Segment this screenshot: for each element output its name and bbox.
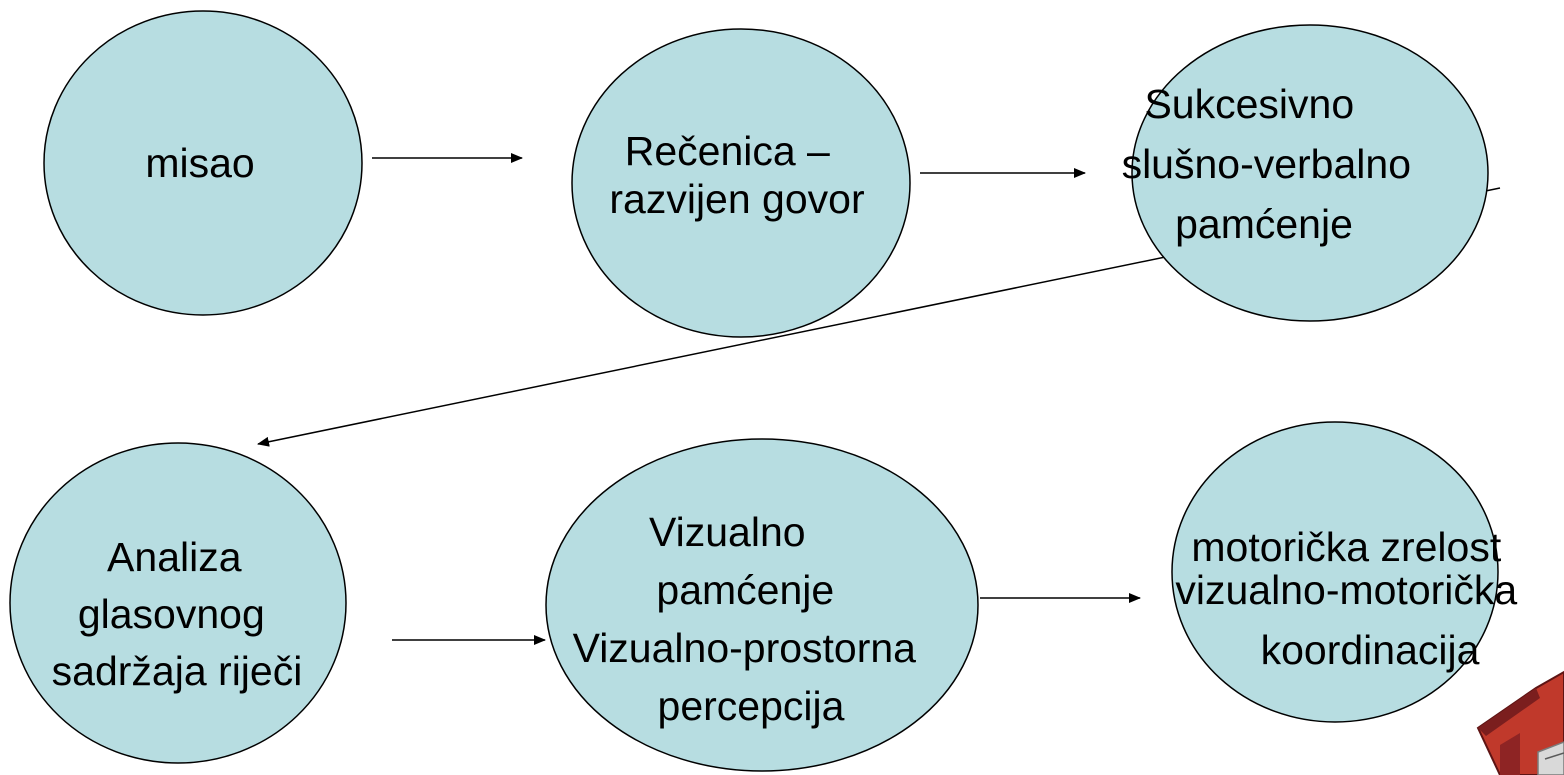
svg-text:Sukcesivno slušno-verbal: Sukcesivno slušno-verbalno pamćenje — [1122, 81, 1423, 247]
node-sukcesivno-line-3: pamćenje — [1175, 201, 1353, 247]
node-vizualno: Vizualno pamćenje Vizualno-prostorna per… — [545, 438, 979, 772]
svg-text:Rečenica – razvijen govo: Rečenica – razvijen govor — [609, 128, 864, 222]
node-vizualno-line-3: Vizualno-prostorna — [573, 625, 917, 671]
node-vizualno-line-4: percepcija — [658, 683, 845, 729]
node-recenica-line-2: razvijen govor — [609, 176, 864, 222]
node-sukcesivno-line-2: slušno-verbalno — [1122, 141, 1411, 187]
red-house-icon — [1476, 670, 1564, 775]
node-misao-shape — [43, 10, 363, 316]
node-sukcesivno-line-1: Sukcesivno — [1144, 81, 1354, 127]
node-analiza: Analiza glasovnog sadržaja riječi — [9, 442, 347, 764]
node-motoricka-shape — [1171, 421, 1499, 723]
node-vizualno-line-1: Vizualno — [649, 509, 806, 555]
node-misao-line-1: misao — [145, 140, 254, 186]
svg-text:motorička zrelost vizual: motorička zrelost vizualno-motorička koo… — [1175, 524, 1528, 673]
node-vizualno-line-2: pamćenje — [656, 567, 834, 613]
node-analiza-line-1: Analiza — [107, 534, 242, 580]
node-sukcesivno: Sukcesivno slušno-verbalno pamćenje — [1122, 24, 1489, 322]
node-analiza-line-3: sadržaja riječi — [52, 648, 303, 694]
node-misao: misao — [43, 10, 363, 316]
svg-text:Vizualno pamćenje: Vizualno pamćenje Vizualno-prostorna per… — [573, 509, 928, 729]
node-motoricka-line-3: koordinacija — [1261, 627, 1480, 673]
svg-text:Analiza glasovnog: Analiza glasovnog sadržaja riječi — [52, 534, 303, 694]
node-motoricka: motorička zrelost vizualno-motorička koo… — [1171, 421, 1528, 723]
node-recenica-shape — [571, 28, 911, 338]
node-motoricka-line-1: motorička zrelost — [1191, 524, 1501, 570]
node-vizualno-shape — [545, 438, 979, 772]
node-analiza-shape — [9, 442, 347, 764]
node-motoricka-line-2: vizualno-motorička — [1175, 567, 1517, 613]
svg-text:misao: misao — [145, 140, 254, 186]
node-recenica-line-1: Rečenica – — [625, 128, 830, 174]
node-sukcesivno-shape — [1131, 24, 1489, 322]
node-recenica: Rečenica – razvijen govor — [571, 28, 911, 338]
node-analiza-line-2: glasovnog — [78, 591, 265, 637]
